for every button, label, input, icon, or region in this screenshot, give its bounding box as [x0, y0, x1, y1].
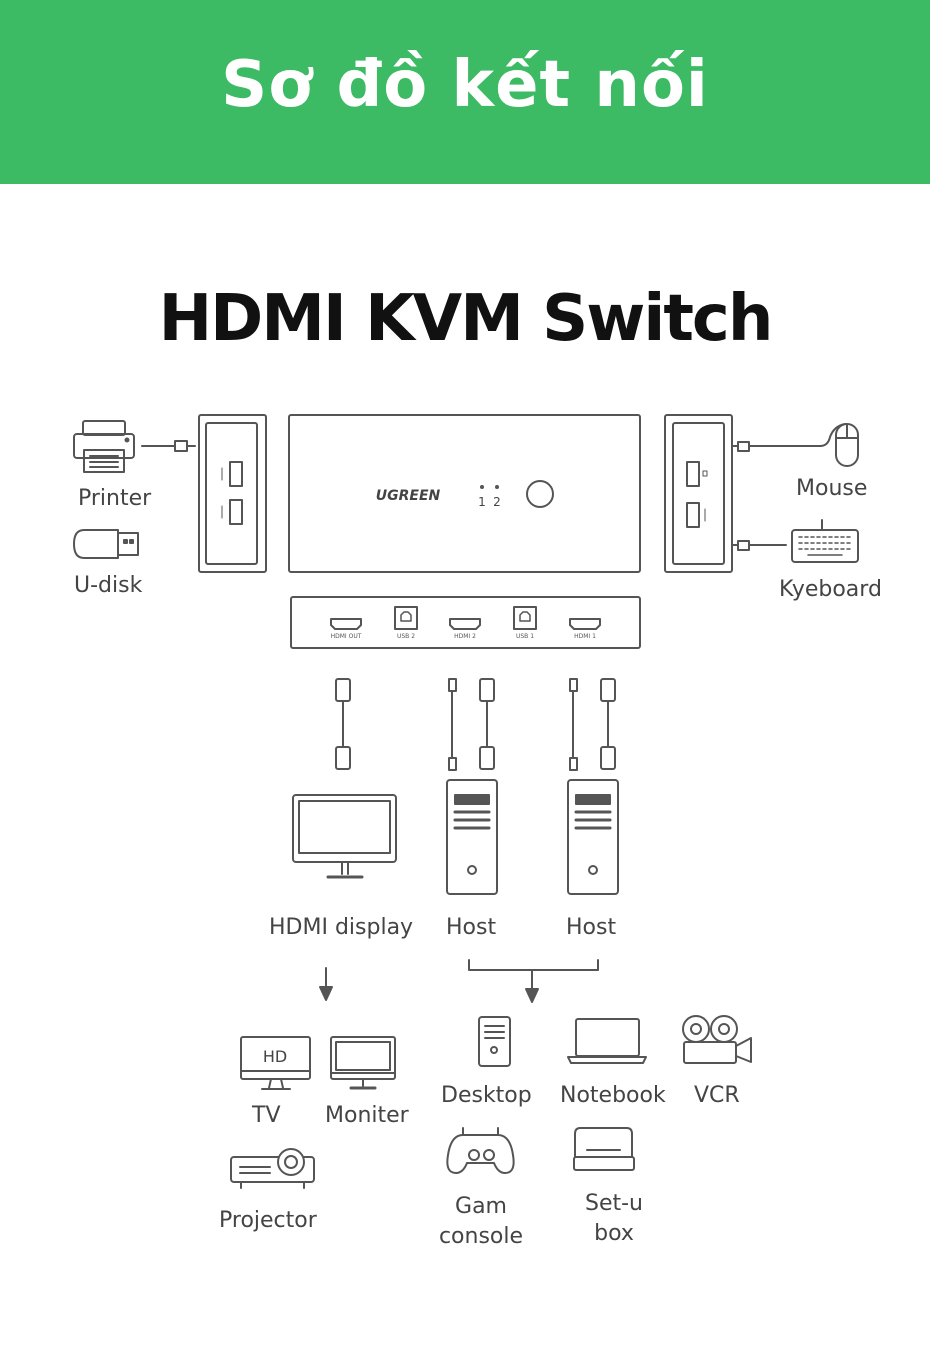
mouse-label: Mouse [796, 476, 868, 501]
projector-icon [230, 1148, 315, 1189]
host-tower-icon-2 [567, 779, 619, 895]
host-tower-icon-1 [446, 779, 498, 895]
mouse-icon [835, 423, 859, 467]
printer-cable [141, 440, 196, 452]
tv-icon: HD [240, 1036, 311, 1090]
udisk-label: U-disk [74, 573, 143, 598]
projector-label: Projector [219, 1208, 317, 1233]
port-usb-2: USB 2 [394, 606, 418, 640]
keyboard-label: Kyeboard [779, 577, 882, 602]
usb-cable-host-2 [569, 678, 578, 771]
usb-cable-host-1 [448, 678, 457, 771]
hdmi-cable-host-2 [600, 678, 616, 770]
indicator-label-2: 2 [493, 495, 501, 509]
host-2-label: Host [566, 915, 617, 940]
printer-icon [73, 420, 135, 473]
svg-text:HDMI OUT: HDMI OUT [331, 633, 362, 640]
mouse-cable [731, 423, 846, 452]
svg-text:HDMI 2: HDMI 2 [454, 633, 476, 640]
host-bracket-arrow [468, 959, 599, 1003]
indicator-led-2 [495, 485, 499, 489]
vcr-label: VCR [694, 1083, 740, 1108]
game-console-label: Gam console [438, 1194, 524, 1249]
desktop-label: Desktop [441, 1083, 532, 1108]
host-1-label: Host [446, 915, 497, 940]
header-banner: Sơ đồ kết nối [0, 0, 930, 184]
indicator-led-1 [480, 485, 484, 489]
svg-text:HDMI 1: HDMI 1 [574, 633, 596, 640]
monitor-icon [330, 1036, 396, 1090]
tv-hd-badge: HD [263, 1047, 287, 1066]
monitor-label: Moniter [325, 1103, 409, 1128]
brand-logo: UGREEN [376, 488, 441, 504]
switch-button [526, 480, 554, 508]
hdmi-cable-display [335, 678, 351, 770]
printer-label: Printer [78, 486, 152, 511]
keyboard-icon [791, 529, 859, 563]
notebook-label: Notebook [560, 1083, 666, 1108]
notebook-icon [567, 1018, 647, 1064]
display-down-arrow [319, 967, 333, 1001]
switch-right-side [664, 414, 733, 573]
hdmi-display-icon [292, 794, 397, 879]
desktop-icon [478, 1016, 511, 1067]
tv-label: TV [252, 1103, 281, 1128]
hdmi-cable-host-1 [479, 678, 495, 770]
port-hdmi-out: HDMI OUT [330, 618, 362, 640]
port-hdmi-1: HDMI 1 [569, 618, 601, 640]
hdmi-display-label: HDMI display [269, 915, 414, 940]
svg-text:USB 1: USB 1 [516, 633, 534, 640]
indicator-label-1: 1 [478, 495, 486, 509]
port-hdmi-2: HDMI 2 [449, 618, 481, 640]
port-usb-1: USB 1 [513, 606, 537, 640]
svg-text:USB 2: USB 2 [397, 633, 415, 640]
keyboard-cable [731, 519, 823, 551]
switch-rear-panel: HDMI OUT USB 2 HDMI 2 USB 1 HDMI 1 [290, 596, 641, 649]
usb-drive-icon [73, 529, 139, 559]
video-camera-icon [682, 1015, 752, 1064]
game-controller-icon [446, 1127, 515, 1174]
set-top-box-label: Set-u box [584, 1191, 643, 1246]
banner-title: Sơ đồ kết nối [221, 48, 709, 122]
diagram-title: HDMI KVM Switch [158, 282, 774, 356]
set-top-box-icon [573, 1127, 635, 1171]
switch-left-side [198, 414, 267, 573]
switch-front-panel: UGREEN 1 2 [288, 414, 641, 573]
